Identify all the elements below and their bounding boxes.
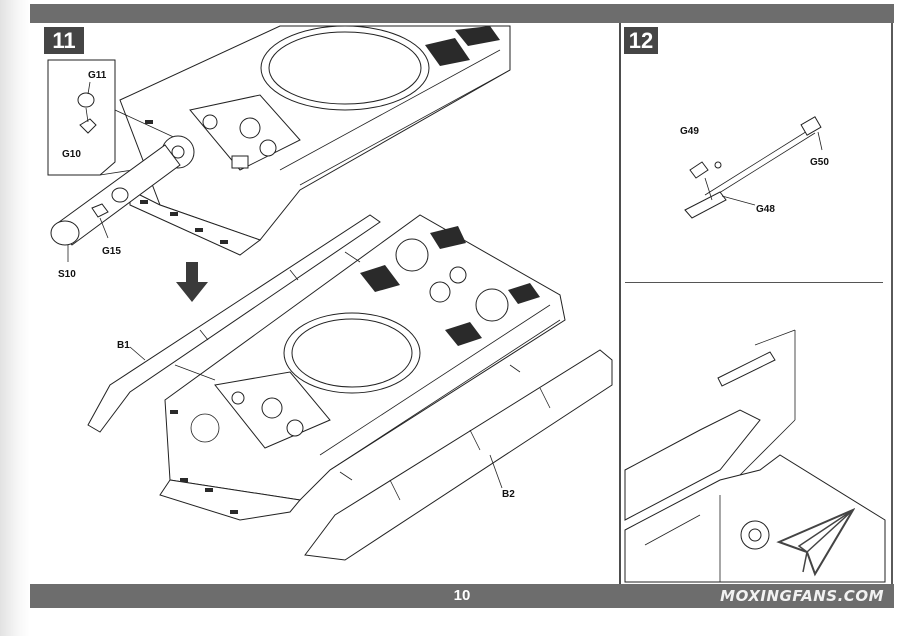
label-g10: G10 — [62, 149, 81, 160]
page-number: 10 — [453, 587, 471, 604]
label-b1: B1 — [117, 340, 130, 351]
rear-plate-hatching — [140, 120, 228, 244]
upper-hull-detail — [119, 25, 511, 256]
label-g50: G50 — [810, 157, 829, 168]
label-g49: G49 — [680, 126, 699, 137]
top-bar — [30, 4, 894, 23]
step-11-badge: 11 — [44, 27, 84, 54]
label-g11: G11 — [88, 70, 107, 81]
exhaust-pipe-part — [50, 144, 181, 262]
right-frame-edge — [891, 23, 893, 584]
fender-b1 — [87, 214, 381, 433]
label-g15: G15 — [102, 246, 121, 257]
page-binding-shadow — [0, 0, 30, 636]
watermark-text: MOXINGFANS.COM — [720, 587, 884, 605]
fender-b2 — [304, 349, 613, 561]
paper-plane-logo-icon — [776, 508, 855, 577]
main-rear-hatching — [170, 410, 238, 514]
travel-lock-assembly — [684, 116, 823, 219]
down-arrow-icon — [176, 262, 208, 302]
hull-front-detail — [624, 329, 886, 583]
main-hull — [159, 214, 566, 521]
panel-divider-horizontal — [625, 282, 883, 283]
panel-divider-vertical — [619, 23, 621, 584]
step-12-badge: 12 — [624, 27, 658, 54]
bottom-bar: 10 MOXINGFANS.COM — [30, 584, 894, 608]
label-g48: G48 — [756, 204, 775, 215]
label-b2: B2 — [502, 489, 515, 500]
label-s10: S10 — [58, 269, 76, 280]
